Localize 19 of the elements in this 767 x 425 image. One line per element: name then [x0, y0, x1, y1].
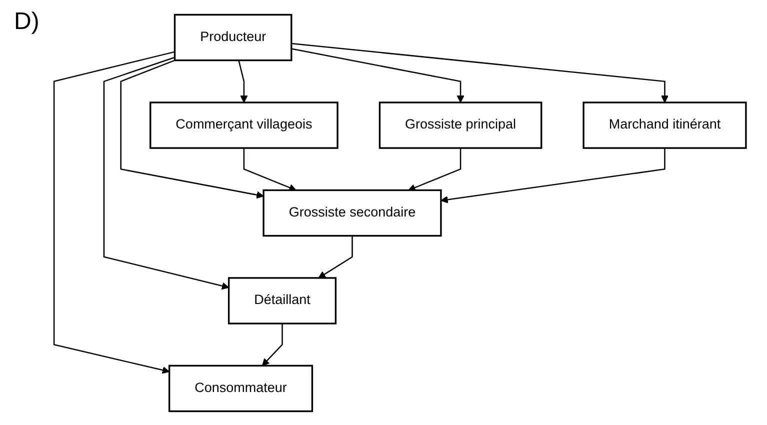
node-box: Producteur — [174, 14, 292, 62]
arrow — [53, 51, 175, 374]
arrow — [318, 236, 353, 278]
node-box: Grossiste secondaire — [262, 189, 442, 237]
arrow — [103, 56, 230, 290]
arrow — [238, 60, 248, 103]
node-box: Consommateur — [168, 364, 314, 412]
node-box: Grossiste principal — [378, 102, 542, 149]
arrow — [291, 48, 464, 103]
arrow — [120, 60, 264, 199]
arrow — [291, 42, 668, 103]
node-box: Commerçant villageois — [150, 102, 338, 149]
arrow — [243, 148, 296, 192]
arrow — [262, 324, 283, 366]
node-box: Marchand itinérant — [582, 102, 747, 149]
arrow — [408, 148, 462, 192]
node-box: Détaillant — [228, 277, 337, 324]
arrow — [440, 148, 666, 204]
panel-label: D) — [14, 8, 40, 36]
